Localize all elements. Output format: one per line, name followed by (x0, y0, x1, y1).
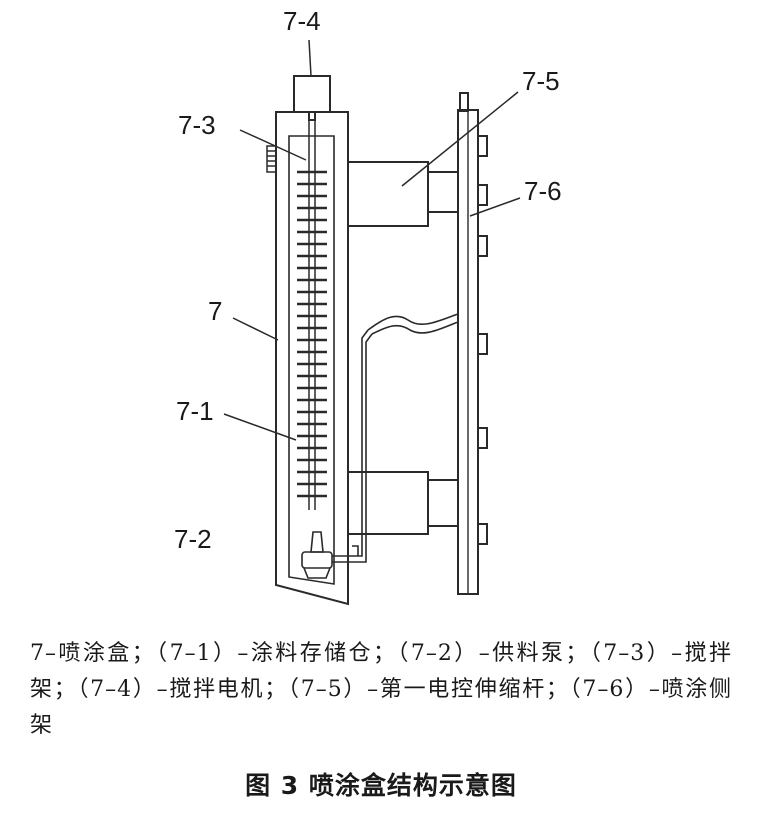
label-7: 7 (208, 296, 222, 326)
storage-bin (288, 135, 335, 585)
legend-item: （7–1）–涂料存储仓； (154, 641, 396, 666)
label-7-6: 7-6 (524, 176, 562, 206)
stirring-frame (297, 118, 327, 510)
label-7-4: 7-4 (283, 6, 321, 36)
electric-telescopic-rod-2 (347, 471, 459, 535)
stirring-motor (293, 75, 331, 121)
legend-item: （7–3）–搅拌架； (30, 641, 733, 702)
spray-box (275, 111, 349, 606)
legend-item: （7–6）–喷涂侧架 (30, 677, 732, 738)
legend-item: （7–2）–供料泵； (396, 641, 589, 666)
electric-telescopic-rod-1 (347, 161, 459, 227)
structure-diagram: 7-4 7-3 7 7-1 7-2 7-5 7-6 (174, 6, 562, 606)
spray-side-frame (457, 92, 488, 595)
legend-item: 7–喷涂盒； (30, 641, 155, 666)
label-7-1: 7-1 (176, 396, 214, 426)
label-7-3: 7-3 (178, 110, 216, 140)
figure-title: 图 3 喷涂盒结构示意图 (245, 771, 517, 800)
legend-item: （7–4）–搅拌电机； (76, 677, 288, 702)
side-knob (266, 145, 277, 173)
legend-item: （7–5）–第一电控伸缩杆； (287, 677, 569, 702)
figure-legend: 7–喷涂盒；（7–1）–涂料存储仓；（7–2）–供料泵；（7–3）–搅拌架；（7… (30, 636, 732, 744)
label-7-5: 7-5 (522, 66, 560, 96)
supply-pipe (352, 313, 459, 563)
label-7-2: 7-2 (174, 524, 212, 554)
feed-pump (301, 531, 352, 579)
leader-lines (223, 39, 521, 441)
